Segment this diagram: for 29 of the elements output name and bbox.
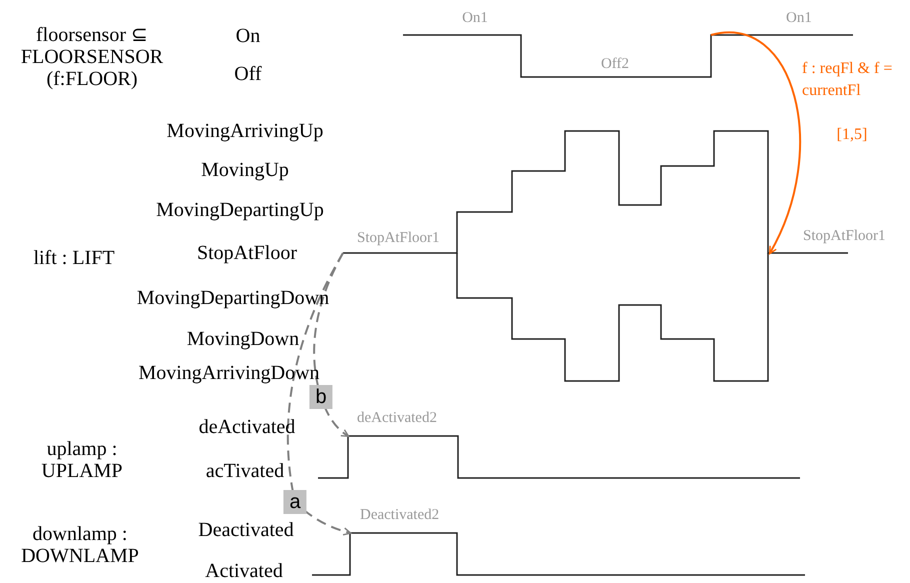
state-name: Activated [205, 560, 283, 582]
state-name: acTivated [206, 460, 284, 482]
state-name: MovingUp [201, 159, 289, 181]
state-value-label: On1 [462, 9, 488, 28]
time-constraint: [1,5] [836, 125, 868, 145]
state-name: Off [234, 63, 262, 85]
edge-label: b [309, 385, 333, 409]
state-name: MovingArrivingUp [166, 120, 324, 142]
dashed-arrow [286, 252, 352, 536]
state-name: deActivated [198, 416, 296, 438]
state-name: MovingDepartingDown [136, 287, 330, 309]
state-name: Deactivated [198, 519, 294, 541]
lifeline-name: lift : LIFT [33, 247, 115, 269]
lifeline-name: uplamp : UPLAMP [40, 438, 124, 482]
state-name: MovingArrivingDown [138, 362, 320, 384]
edge-label: a [283, 490, 307, 514]
state-name: MovingDown [186, 328, 300, 350]
state-value-label: StopAtFloor1 [803, 228, 886, 244]
state-name: On [236, 25, 260, 47]
curved-arrow [710, 32, 801, 254]
lifeline-name: downlamp : DOWNLAMP [20, 523, 140, 567]
state-value-label: deActivated2 [357, 410, 437, 426]
lifeline-name: floorsensor ⊆ FLOORSENSOR (f:FLOOR) [20, 24, 164, 90]
state-value-label: On1 [786, 10, 812, 26]
state-value-label: Deactivated2 [360, 507, 440, 523]
state-name: MovingDepartingUp [156, 199, 324, 221]
state-value-label: Off2 [600, 55, 630, 74]
state-name: StopAtFloor [196, 242, 298, 264]
state-value-label: StopAtFloor1 [357, 230, 440, 246]
